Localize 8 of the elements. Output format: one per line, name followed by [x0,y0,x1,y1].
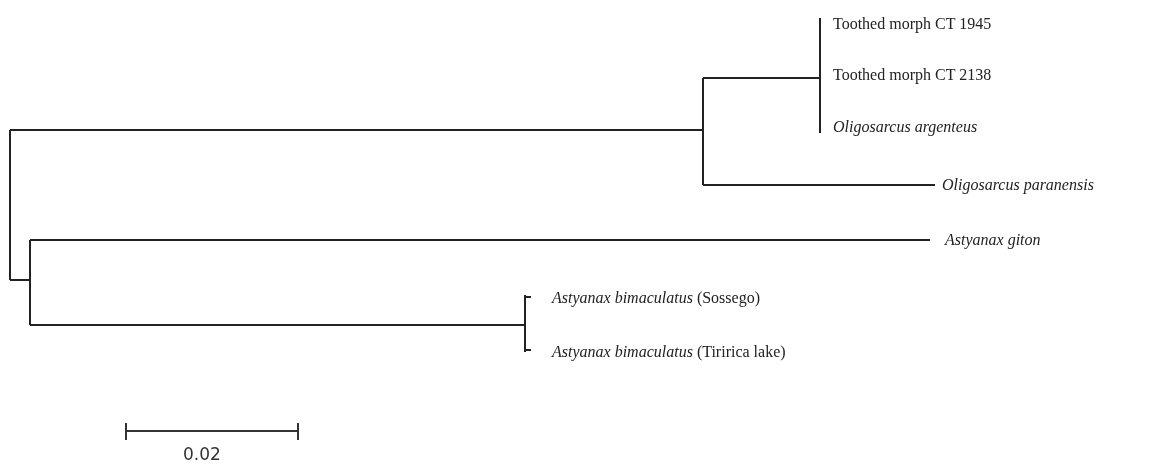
taxon-label: Oligosarcus paranensis [942,175,1094,195]
taxon-label: Toothed morph CT 2138 [833,65,992,85]
taxon-label: Astyanax bimaculatus (Tiririca lake) [552,342,786,362]
taxon-label: Toothed morph CT 1945 [833,14,992,34]
taxon-label: Oligosarcus argenteus [833,117,978,137]
scale-label: 0.02 [183,444,221,464]
taxon-label: Astyanax bimaculatus (Sossego) [552,288,760,308]
taxon-label: Astyanax giton [945,230,1041,250]
